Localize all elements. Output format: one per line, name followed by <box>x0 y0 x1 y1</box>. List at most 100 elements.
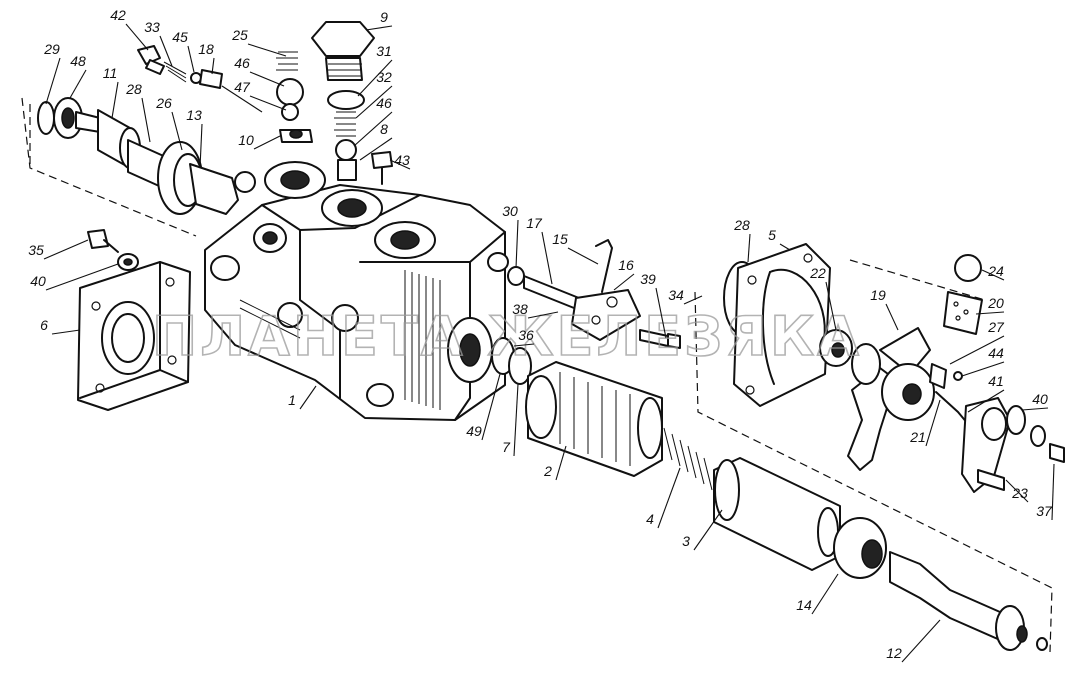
callout-leader <box>693 509 723 551</box>
callout-leader <box>747 233 751 263</box>
callout-number: 1 <box>288 392 296 408</box>
callout-leader <box>355 85 393 119</box>
callout-leader <box>981 269 1005 281</box>
callout-leader <box>247 43 287 57</box>
callout-leader <box>515 219 519 269</box>
callout-leader <box>567 247 599 265</box>
lever-bracket-parts <box>491 239 681 385</box>
callout-leader <box>199 123 203 169</box>
callout-leader <box>555 445 567 481</box>
callout-number: 33 <box>144 19 160 35</box>
callout-number: 17 <box>526 215 543 231</box>
callout-number: 9 <box>380 9 388 25</box>
callout-leader <box>683 295 703 305</box>
callout-number: 25 <box>231 27 248 43</box>
callout-number: 15 <box>552 231 568 247</box>
left-flange-assembly <box>77 229 191 411</box>
callout-leader <box>353 111 393 147</box>
callout-number: 31 <box>376 43 392 59</box>
callout-number: 47 <box>234 79 251 95</box>
callout-leader <box>159 35 173 67</box>
callout-number: 26 <box>155 95 172 111</box>
callout-number: 45 <box>172 29 188 45</box>
callout-leader <box>949 335 1005 365</box>
callout-leader <box>655 287 667 339</box>
callout-number: 40 <box>30 273 46 289</box>
callout-leader <box>141 97 151 143</box>
valve-housing <box>204 161 509 421</box>
callout-number: 39 <box>640 271 656 287</box>
callout-leader <box>45 263 119 291</box>
assembly-axis-left <box>21 97 197 237</box>
callout-number: 38 <box>512 301 528 317</box>
callout-leader <box>43 239 89 260</box>
callout-number: 2 <box>543 463 552 479</box>
callout-leader <box>481 373 501 441</box>
callout-number: 37 <box>1036 503 1053 519</box>
callout-leader <box>975 311 1005 315</box>
callout-leader <box>171 111 183 151</box>
main-spool-stack <box>525 361 1048 651</box>
plug-and-relief-parts <box>311 21 393 185</box>
callout-leader <box>249 95 287 111</box>
callout-leader <box>1021 407 1049 411</box>
callout-number: 30 <box>502 203 518 219</box>
callout-number: 27 <box>987 319 1005 335</box>
callout-number: 23 <box>1011 485 1028 501</box>
callout-number: 48 <box>70 53 86 69</box>
right-cover-assembly <box>723 243 831 407</box>
callout-number: 24 <box>987 263 1004 279</box>
callout-leader <box>825 281 837 331</box>
callout-leader <box>389 159 411 170</box>
callout-number: 10 <box>238 132 254 148</box>
callout-leader <box>811 573 839 615</box>
callout-leader <box>51 329 81 335</box>
callout-number: 28 <box>125 81 142 97</box>
callout-number: 16 <box>618 257 634 273</box>
callout-leader <box>513 343 535 347</box>
callout-number: 12 <box>886 645 902 661</box>
callout-leader <box>613 273 635 291</box>
callout-number: 35 <box>28 242 44 258</box>
callout-number: 3 <box>682 533 690 549</box>
callout-leader <box>925 399 941 447</box>
watermark-text: ПЛАНЕТА ЖЕЛЕЗЯКА <box>152 305 862 368</box>
callout-leader <box>1005 479 1029 503</box>
callout-number: 46 <box>234 55 250 71</box>
callout-number: 49 <box>466 423 482 439</box>
callout-leader <box>657 467 681 529</box>
callout-number: 34 <box>668 287 684 303</box>
callout-number: 42 <box>110 7 126 23</box>
callout-leader <box>357 59 393 97</box>
callout-number: 7 <box>502 439 511 455</box>
callout-labels: 4233451825929481128261346473132468104335… <box>28 7 1053 661</box>
callout-number: 36 <box>518 327 534 343</box>
callout-number: 14 <box>796 597 812 613</box>
callout-leader <box>249 71 285 87</box>
callout-leader <box>211 57 215 75</box>
callout-number: 43 <box>394 152 410 168</box>
callout-number: 21 <box>909 429 926 445</box>
callout-number: 5 <box>768 227 776 243</box>
assembly-axis-right <box>694 259 1053 653</box>
callout-leader <box>901 619 941 663</box>
callout-leader <box>253 135 281 150</box>
callout-leader <box>967 389 1005 413</box>
callout-number: 13 <box>186 107 202 123</box>
callout-leader <box>513 383 519 457</box>
callout-number: 6 <box>40 317 48 333</box>
callout-leader <box>187 45 195 73</box>
callout-number: 40 <box>1032 391 1048 407</box>
callout-leader <box>69 69 87 99</box>
callout-number: 32 <box>376 69 392 85</box>
callout-leader <box>45 57 61 105</box>
callout-leader <box>111 81 119 119</box>
callout-number: 46 <box>376 95 392 111</box>
callout-number: 19 <box>870 287 886 303</box>
needle-valve-parts <box>137 45 263 113</box>
callout-number: 44 <box>988 345 1004 361</box>
callout-number: 18 <box>198 41 214 57</box>
callout-leaders <box>43 23 1055 663</box>
callout-leader <box>299 385 317 410</box>
